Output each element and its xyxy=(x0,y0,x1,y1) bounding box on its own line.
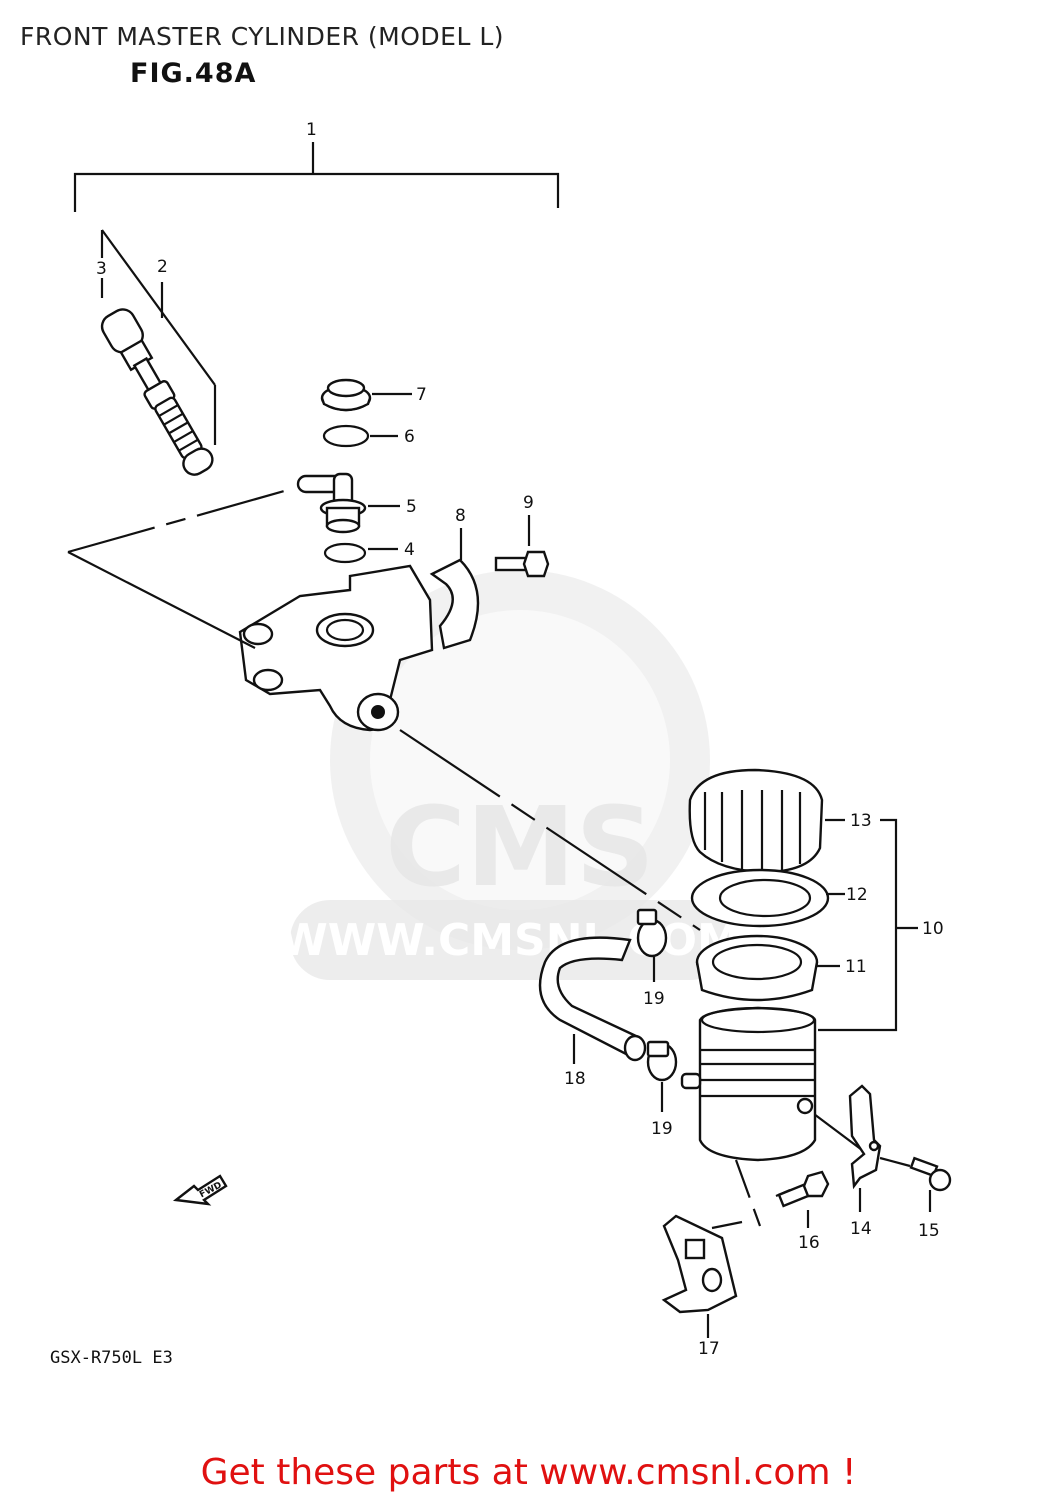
part-reservoir-tank xyxy=(680,1006,817,1162)
part-bracket-bolt xyxy=(777,1170,830,1228)
piston-assembly xyxy=(100,229,217,476)
fwd-arrow-icon: FWD xyxy=(172,1174,228,1206)
assembly-bracket-10 xyxy=(818,818,918,1032)
callout-18: 18 xyxy=(564,1069,586,1089)
callout-4: 4 xyxy=(404,540,415,560)
callout-3: 3 xyxy=(96,259,107,279)
callout-19a: 19 xyxy=(643,989,665,1009)
part-reservoir-plate xyxy=(690,868,845,928)
part-reservoir-bracket xyxy=(848,1084,882,1212)
part-bracket-screw xyxy=(909,1156,952,1212)
callout-5: 5 xyxy=(406,497,417,517)
part-hose-union xyxy=(296,472,400,534)
part-handlebar-holder xyxy=(429,528,480,650)
callout-19b: 19 xyxy=(651,1119,673,1139)
callout-14: 14 xyxy=(850,1219,872,1239)
callout-11: 11 xyxy=(845,957,867,977)
callout-8: 8 xyxy=(455,506,466,526)
assembly-guide-lines xyxy=(67,486,911,1230)
callout-6: 6 xyxy=(404,427,415,447)
model-code: GSX-R750L E3 xyxy=(50,1348,173,1368)
assembly-bracket-1 xyxy=(73,142,560,212)
figure-number: FIG.48A xyxy=(130,58,257,89)
part-mounting-bracket xyxy=(661,1214,738,1338)
watermark-logo-text: CMS xyxy=(385,783,654,911)
part-o-ring xyxy=(323,542,398,564)
callout-2: 2 xyxy=(157,257,168,277)
part-hose-clamp-lower xyxy=(646,1040,678,1112)
callout-10: 10 xyxy=(922,919,944,939)
part-diaphragm xyxy=(695,934,840,1002)
callout-12: 12 xyxy=(846,885,868,905)
part-holder-bolt xyxy=(494,515,550,578)
callout-7: 7 xyxy=(416,385,427,405)
part-reservoir-hose xyxy=(538,936,647,1064)
callout-15: 15 xyxy=(918,1221,940,1241)
diagram-title: FRONT MASTER CYLINDER (MODEL L) xyxy=(20,22,505,51)
callout-13: 13 xyxy=(850,811,872,831)
part-master-cylinder-body xyxy=(238,564,434,732)
callout-16: 16 xyxy=(798,1233,820,1253)
part-circlip xyxy=(322,424,398,448)
parts-link-banner[interactable]: Get these parts at www.cmsnl.com ! xyxy=(200,1452,857,1493)
callout-17: 17 xyxy=(698,1339,720,1359)
callout-9: 9 xyxy=(523,493,534,513)
part-reservoir-cap xyxy=(688,768,845,874)
part-dust-boot xyxy=(320,378,412,412)
watermark-url: WWW.CMSNL.COM xyxy=(279,915,741,966)
callout-1: 1 xyxy=(306,120,317,140)
part-hose-clamp-upper xyxy=(636,908,668,982)
